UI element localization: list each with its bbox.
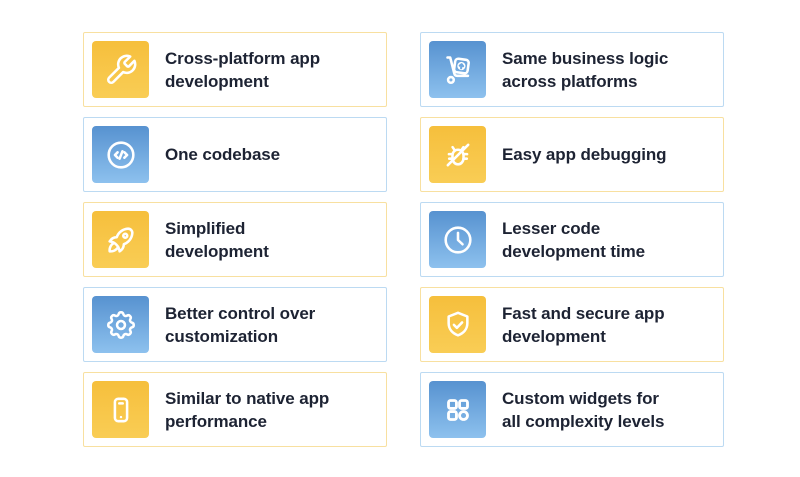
icon-box	[92, 126, 149, 183]
shield-check-icon	[446, 311, 469, 337]
icon-box	[92, 296, 149, 353]
benefit-card: Custom widgets for all complexity levels	[420, 372, 724, 447]
benefit-card: One codebase	[83, 117, 387, 192]
icon-box	[429, 296, 486, 353]
benefit-label: Similar to native app performance	[165, 388, 330, 431]
benefit-card: Cross-platform app development	[83, 32, 387, 107]
hand-truck-icon	[445, 55, 470, 84]
benefit-label: Custom widgets for all complexity levels	[502, 388, 665, 431]
icon-box	[429, 211, 486, 268]
gear-icon	[106, 310, 135, 339]
icon-box	[92, 41, 149, 98]
benefit-label: Fast and secure app development	[502, 303, 665, 346]
widgets-icon	[446, 398, 469, 421]
benefit-label: Lesser code development time	[502, 218, 645, 261]
benefit-label: One codebase	[165, 145, 281, 164]
benefit-card: Simplified development	[83, 202, 387, 277]
wrench-icon	[106, 54, 136, 84]
benefit-label: Simplified development	[165, 218, 269, 261]
benefits-grid: Cross-platform app development Same busi…	[83, 32, 724, 447]
phone-icon	[113, 397, 128, 422]
rocket-icon	[107, 226, 134, 253]
icon-box	[429, 126, 486, 183]
benefit-card: Easy app debugging	[420, 117, 724, 192]
benefit-card: Fast and secure app development	[420, 287, 724, 362]
benefit-label: Same business logic across platforms	[502, 48, 669, 91]
bug-slash-icon	[446, 143, 469, 166]
code-icon	[106, 140, 135, 169]
benefit-label: Easy app debugging	[502, 145, 667, 164]
icon-box	[92, 211, 149, 268]
icon-box	[429, 41, 486, 98]
benefit-card: Better control over customization	[83, 287, 387, 362]
clock-icon	[443, 225, 472, 254]
benefit-card: Same business logic across platforms	[420, 32, 724, 107]
icon-box	[92, 381, 149, 438]
benefit-card: Similar to native app performance	[83, 372, 387, 447]
benefit-card: Lesser code development time	[420, 202, 724, 277]
icon-box	[429, 381, 486, 438]
benefit-label: Better control over customization	[165, 303, 316, 346]
benefit-label: Cross-platform app development	[165, 48, 320, 91]
